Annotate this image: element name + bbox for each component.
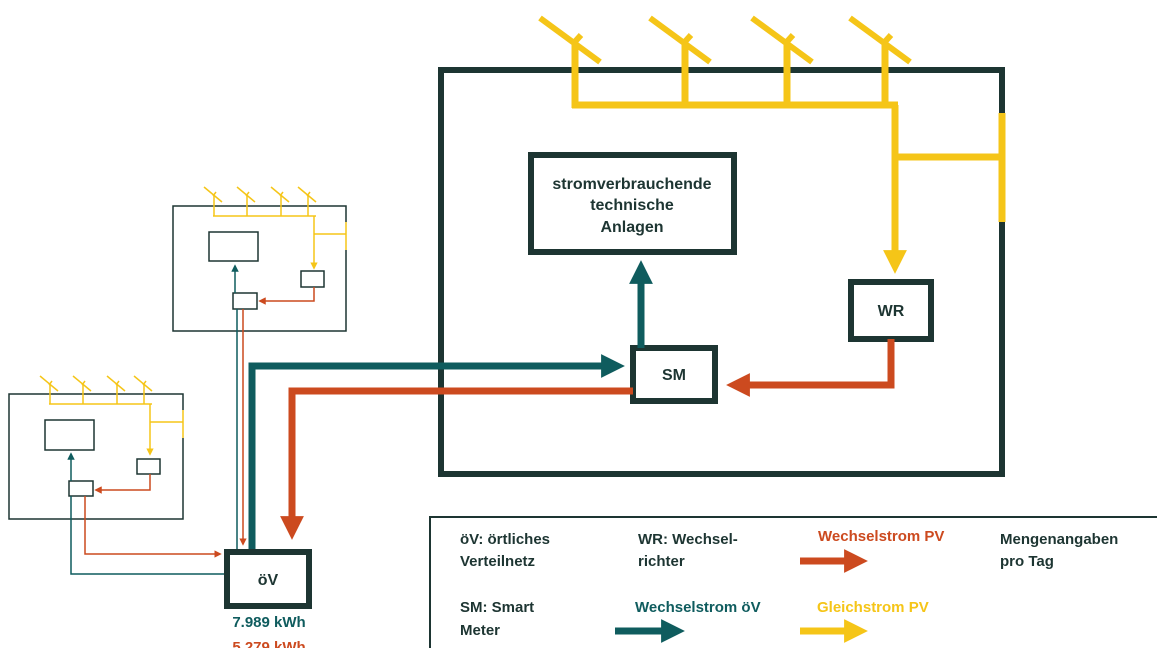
consumer-label-line1: stromverbrauchende [552, 176, 711, 193]
consumer-box-small [208, 231, 259, 262]
ov-reading-red: 5.279 kWh [232, 639, 305, 648]
house2-grid-red [84, 496, 222, 558]
legend-ac-pv-label: Wechselstrom PV [818, 528, 944, 545]
sm-box-small [68, 480, 94, 497]
legend-amount-line2: pro Tag [1000, 553, 1054, 570]
small-house-2 [8, 375, 184, 520]
legend-wr-line1: WR: Wechsel- [638, 531, 738, 548]
ov-reading-teal: 7.989 kWh [232, 614, 305, 631]
house2-grid-teal [70, 496, 224, 575]
legend-frame [429, 516, 1157, 648]
solar-panel-icon [39, 375, 184, 438]
ov-label: öV [258, 572, 279, 589]
dc-wiring [571, 45, 1006, 222]
legend: öV: örtliches Verteilnetz WR: Wechsel- r… [429, 516, 1157, 648]
sm-box-small [232, 292, 258, 310]
consumer-label-line3: Anlagen [600, 219, 663, 236]
legend-wr-line2: richter [638, 553, 685, 570]
small-house-1-outline [172, 205, 347, 332]
sm-box [630, 345, 718, 404]
ac-pv-sm-to-grid [280, 387, 633, 540]
wr-label: WR [878, 303, 905, 320]
ac-pv-arrow [94, 474, 151, 494]
legend-ov-line1: öV: örtliches [460, 531, 550, 548]
small-house-1 [172, 186, 347, 332]
consumer-box [528, 152, 737, 255]
ov-box [224, 549, 312, 609]
legend-ac-ov-label: Wechselstrom öV [635, 599, 761, 616]
wr-box-small [136, 458, 161, 475]
ac-ov-grid-to-sm [248, 354, 625, 550]
legend-dc-pv-label: Gleichstrom PV [817, 599, 929, 616]
main-house: stromverbrauchende technische Anlagen WR… [438, 15, 1006, 477]
small-house-2-outline [8, 393, 184, 520]
wr-box-small [300, 270, 325, 288]
legend-sm-line2: Meter [460, 622, 500, 639]
main-house-outline [438, 67, 1005, 477]
ac-pv-wr-to-sm [726, 339, 895, 397]
ac-pv-arrow [258, 287, 315, 305]
solar-panel-icon [538, 15, 912, 65]
consumer-label-line2: technische [590, 197, 674, 214]
consumer-box-small [44, 419, 95, 451]
sm-label: SM [662, 367, 686, 384]
legend-sm-line1: SM: Smart [460, 599, 534, 616]
legend-amount-line1: Mengenangaben [1000, 531, 1118, 548]
legend-ov-line2: Verteilnetz [460, 553, 535, 570]
solar-panel-icon [203, 186, 347, 250]
